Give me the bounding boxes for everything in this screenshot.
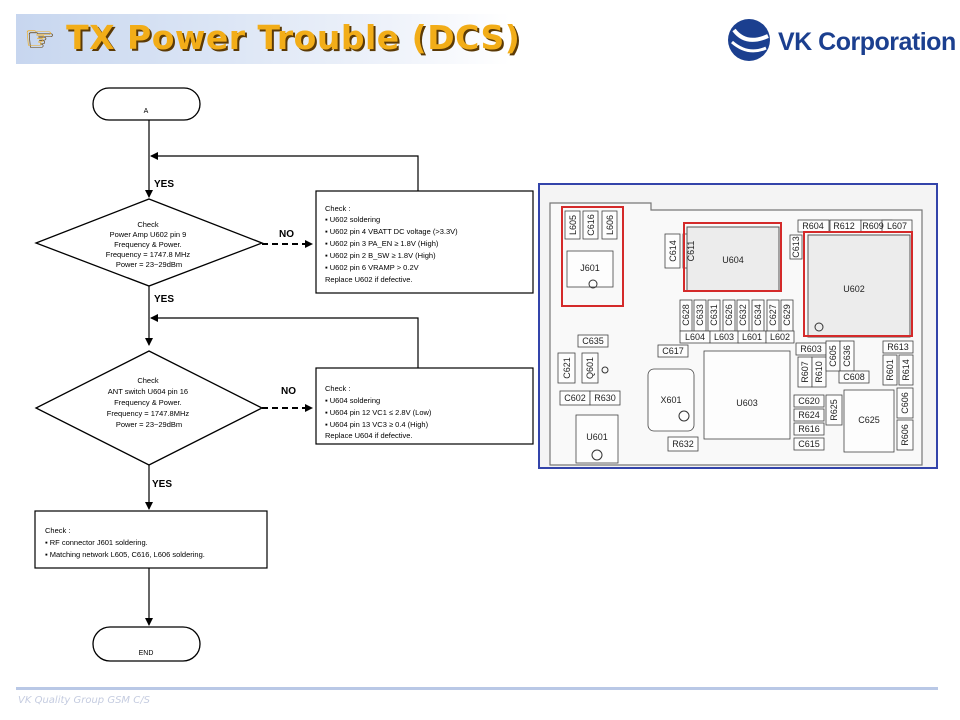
decision-power-amp-text: Check Power Amp U602 pin 9 Frequency & P… (106, 220, 193, 269)
label-c625: C625 (858, 415, 880, 425)
check-box-j601-text: Check : ▪ RF connector J601 soldering. ▪… (45, 526, 205, 559)
label-c614: C614 (668, 240, 678, 262)
label-c613: C613 (791, 236, 801, 258)
check-box-u602 (315, 190, 534, 294)
title-bar (16, 14, 510, 64)
label-c611: C611 (686, 241, 696, 262)
label-r625: R625 (829, 399, 839, 421)
page-title-text: TX Power Trouble (DCS) (66, 18, 521, 57)
label-c617: C617 (662, 346, 684, 356)
label-l602: L602 (770, 332, 790, 342)
label-c631: C631 (709, 304, 719, 326)
check-box-j601 (34, 510, 268, 569)
company-logo (728, 19, 770, 61)
label-c626: C626 (724, 304, 734, 326)
label-c632: C632 (738, 304, 748, 326)
label-c615: C615 (798, 439, 820, 449)
logo-text: VK Corporation (778, 28, 956, 56)
label-c636: C636 (842, 345, 852, 367)
label-r624: R624 (798, 410, 820, 420)
label-r632: R632 (672, 439, 694, 449)
no-label-1: NO (279, 229, 294, 240)
label-l606: L606 (605, 215, 615, 235)
label-q601: Q601 (585, 357, 595, 379)
footer-text: VK Quality Group GSM C/S (18, 695, 150, 706)
label-u601: U601 (586, 432, 608, 442)
yes-label-3: YES (152, 479, 172, 490)
check-box-u602-text: Check : ▪ U602 soldering ▪ U602 pin 4 VB… (325, 204, 460, 284)
label-c621: C621 (562, 357, 572, 379)
loop-back-arrow-1 (150, 152, 419, 191)
label-u602: U602 (843, 284, 865, 294)
check-box-u604 (315, 367, 534, 445)
u602-chip (807, 234, 911, 338)
label-r630: R630 (594, 393, 616, 403)
label-c628: C628 (681, 304, 691, 326)
label-c606: C606 (900, 392, 910, 414)
pointing-hand-icon: ☞ (24, 18, 55, 57)
label-r612: R612 (833, 221, 855, 231)
label-c608: C608 (843, 372, 865, 382)
yes-label-1: YES (154, 179, 174, 190)
start-label: A (144, 108, 149, 115)
yes-label-2: YES (154, 294, 174, 305)
label-r616: R616 (798, 424, 820, 434)
highlight-j601-area (561, 206, 624, 307)
label-l604: L604 (685, 332, 705, 342)
label-c605: C605 (828, 345, 838, 367)
label-r614: R614 (901, 359, 911, 381)
label-j601: J601 (580, 263, 600, 273)
label-u604: U604 (722, 255, 744, 265)
pcb-layout-image: L605 C616 L606 J601 C614 C611 U604 C613 … (538, 183, 938, 469)
label-l607: L607 (887, 221, 907, 231)
decision-ant-switch (34, 350, 264, 466)
decision-power-amp (34, 198, 264, 287)
label-r601: R601 (885, 359, 895, 381)
label-c620: C620 (798, 396, 820, 406)
label-c602: C602 (564, 393, 586, 403)
no-label-2: NO (281, 386, 296, 397)
loop-back-arrow-2 (150, 314, 419, 368)
label-r603: R603 (800, 344, 822, 354)
start-terminator (92, 87, 201, 121)
label-r604: R604 (802, 221, 824, 231)
label-r609: R609 (862, 221, 884, 231)
label-r610: R610 (814, 361, 824, 383)
label-c616: C616 (586, 214, 596, 236)
page-title: ☞ TX Power Trouble (DCS) (24, 18, 520, 57)
label-r607: R607 (800, 361, 810, 383)
u604-chip (686, 226, 780, 292)
label-c627: C627 (768, 304, 778, 326)
label-c629: C629 (782, 304, 792, 326)
label-c635: C635 (582, 336, 604, 346)
label-l601: L601 (742, 332, 762, 342)
end-terminator (92, 626, 201, 662)
label-u603: U603 (736, 398, 758, 408)
end-label: END (139, 650, 154, 657)
label-x601: X601 (660, 395, 681, 405)
decision-ant-switch-text: Check ANT switch U604 pin 16 Frequency &… (107, 376, 191, 429)
highlight-u604 (683, 222, 782, 292)
label-c633: C633 (695, 304, 705, 326)
label-c634: C634 (753, 304, 763, 326)
footer-divider (16, 687, 938, 690)
label-r613: R613 (887, 342, 909, 352)
label-l605: L605 (568, 215, 578, 235)
label-l603: L603 (714, 332, 734, 342)
label-r606: R606 (900, 424, 910, 446)
highlight-u602 (803, 231, 913, 337)
check-box-u604-text: Check : ▪ U604 soldering ▪ U604 pin 12 V… (325, 384, 434, 440)
